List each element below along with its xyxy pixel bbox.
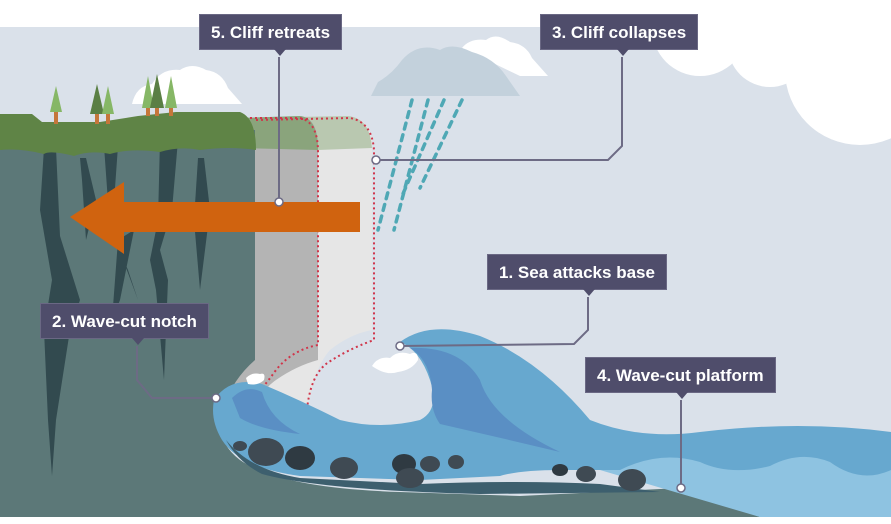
leader-lines — [136, 57, 682, 488]
former-cliff-outline — [255, 116, 375, 431]
label-cliff-collapses: 3. Cliff collapses — [540, 14, 699, 50]
cloud-icon — [652, 0, 891, 145]
tree-icon — [90, 84, 114, 124]
rocks — [233, 438, 646, 491]
leader-line-2 — [136, 346, 216, 399]
wave-icon — [410, 347, 560, 452]
seabed — [226, 440, 660, 494]
foam — [246, 373, 265, 385]
leader-dots — [211, 155, 686, 493]
sea — [213, 329, 891, 480]
tree-icon — [50, 86, 62, 124]
label-cliff-retreats: 5. Cliff retreats — [199, 14, 343, 50]
tree-icon — [142, 74, 177, 116]
label-sea-attacks-base: 1. Sea attacks base — [487, 254, 667, 290]
label-wave-cut-notch: 2. Wave-cut notch — [40, 303, 209, 339]
grass — [0, 112, 256, 156]
wave-inner — [232, 389, 300, 434]
leader-line-3 — [376, 57, 623, 161]
leader-line-1 — [399, 297, 589, 347]
foam — [372, 352, 418, 374]
left-arrow-icon — [70, 182, 360, 254]
rain-cloud-icon — [371, 36, 548, 232]
label-wave-cut-platform: 4. Wave-cut platform — [585, 357, 776, 393]
